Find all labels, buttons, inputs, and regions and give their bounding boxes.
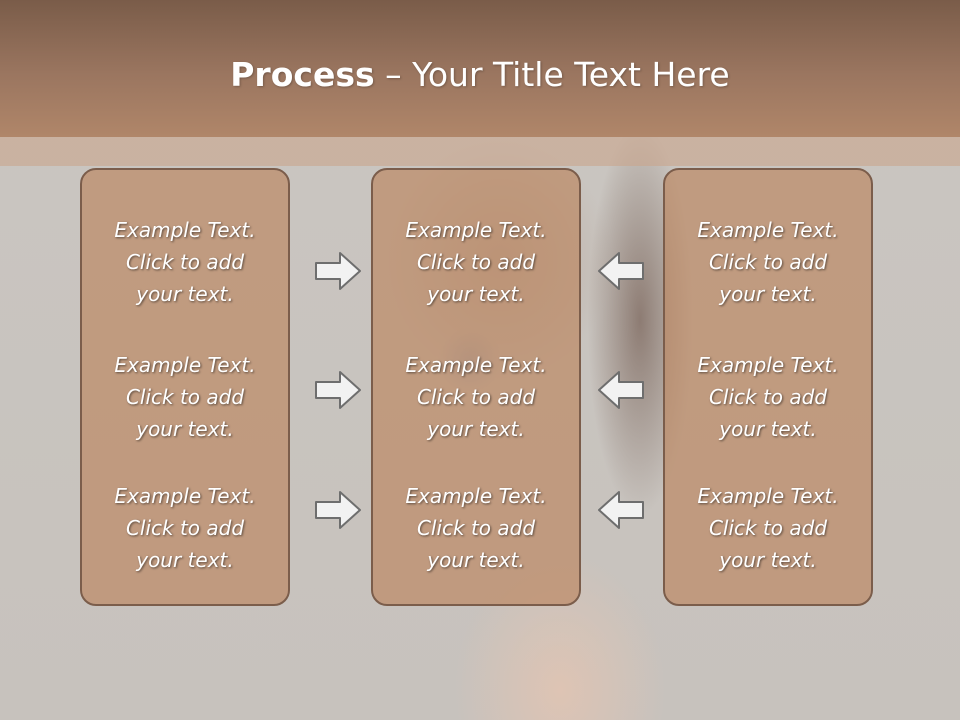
text-line: your text. (427, 548, 525, 572)
text-line: Example Text. (114, 218, 256, 242)
text-block[interactable]: Example Text. Click to add your text. (82, 480, 288, 576)
arrow-left-icon[interactable] (597, 489, 645, 531)
text-line: your text. (427, 282, 525, 306)
arrow-right-icon[interactable] (314, 369, 362, 411)
text-line: Example Text. (697, 218, 839, 242)
process-box-right[interactable]: Example Text. Click to add your text. Ex… (663, 168, 873, 606)
arrow-right-icon[interactable] (314, 489, 362, 531)
text-block[interactable]: Example Text. Click to add your text. (82, 349, 288, 445)
text-line: Click to add (708, 385, 828, 409)
text-block[interactable]: Example Text. Click to add your text. (82, 214, 288, 310)
text-line: Click to add (416, 250, 536, 274)
text-line: your text. (136, 548, 234, 572)
text-line: Click to add (125, 250, 245, 274)
text-block[interactable]: Example Text. Click to add your text. (665, 480, 871, 576)
text-line: Example Text. (697, 353, 839, 377)
text-line: Click to add (416, 385, 536, 409)
text-line: Click to add (125, 385, 245, 409)
arrow-left-icon[interactable] (597, 250, 645, 292)
text-line: Click to add (708, 250, 828, 274)
text-line: Click to add (416, 516, 536, 540)
text-block[interactable]: Example Text. Click to add your text. (665, 349, 871, 445)
text-line: your text. (136, 282, 234, 306)
title-band: Process – Your Title Text Here (0, 0, 960, 137)
text-line: your text. (427, 417, 525, 441)
process-box-left[interactable]: Example Text. Click to add your text. Ex… (80, 168, 290, 606)
text-line: Example Text. (114, 353, 256, 377)
text-block[interactable]: Example Text. Click to add your text. (373, 349, 579, 445)
process-box-center[interactable]: Example Text. Click to add your text. Ex… (371, 168, 581, 606)
text-block[interactable]: Example Text. Click to add your text. (665, 214, 871, 310)
text-line: your text. (719, 282, 817, 306)
text-block[interactable]: Example Text. Click to add your text. (373, 214, 579, 310)
text-line: Example Text. (405, 484, 547, 508)
arrow-left-icon[interactable] (597, 369, 645, 411)
text-block[interactable]: Example Text. Click to add your text. (373, 480, 579, 576)
text-line: Example Text. (405, 218, 547, 242)
text-line: your text. (136, 417, 234, 441)
text-line: your text. (719, 548, 817, 572)
text-line: Example Text. (697, 484, 839, 508)
arrow-right-icon[interactable] (314, 250, 362, 292)
text-line: your text. (719, 417, 817, 441)
title-sub-band (0, 137, 960, 166)
text-line: Example Text. (405, 353, 547, 377)
title-bold: Process (230, 55, 375, 94)
text-line: Example Text. (114, 484, 256, 508)
text-line: Click to add (125, 516, 245, 540)
title-rest: – Your Title Text Here (374, 55, 730, 94)
text-line: Click to add (708, 516, 828, 540)
slide-title[interactable]: Process – Your Title Text Here (230, 55, 729, 94)
